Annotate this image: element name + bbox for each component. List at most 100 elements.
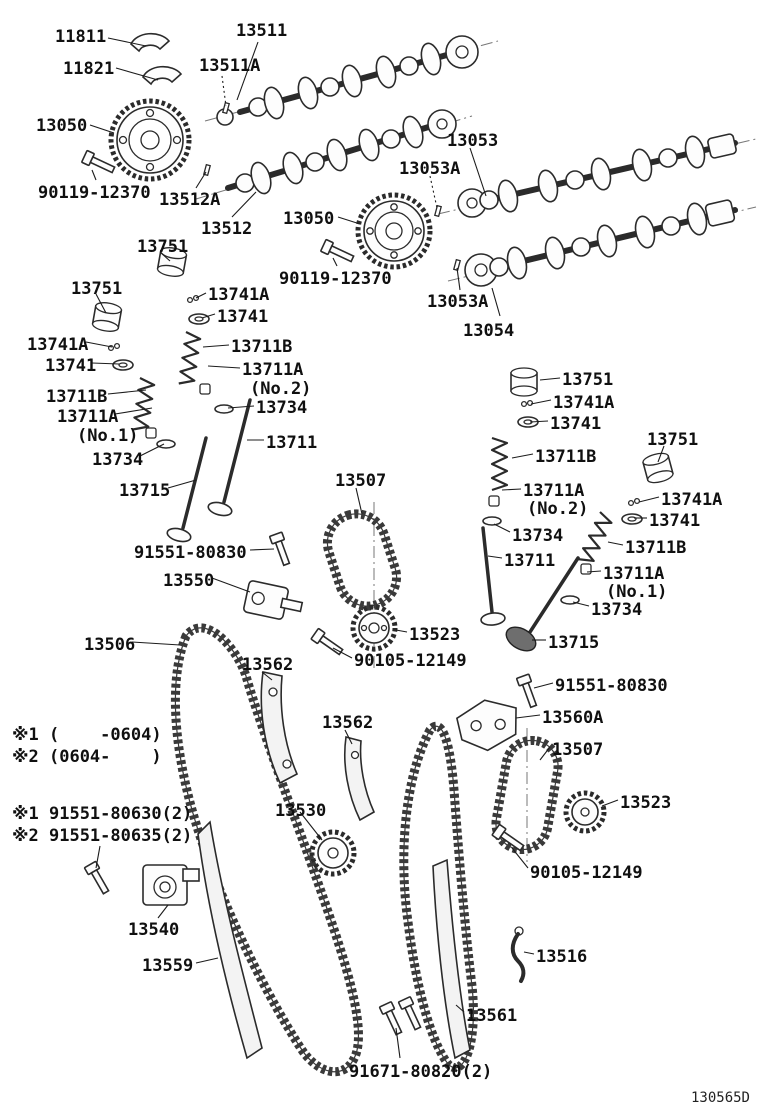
- part-label: ※1 ( -0604): [12, 725, 162, 745]
- bolt-91551-80830-upper: [269, 531, 291, 567]
- part-label: (No.2): [527, 499, 589, 519]
- part-label: 13550: [163, 571, 215, 591]
- bolt-91551-80830-right: [516, 673, 538, 709]
- part-label: 90119-12370: [38, 183, 151, 203]
- bolt-90105-12149-lower: [491, 823, 525, 852]
- valve-spring-13711b-right: [490, 436, 509, 492]
- part-label: 90105-12149: [354, 651, 467, 671]
- bearing-cap-11811: [130, 32, 171, 53]
- valve-spring-13711b-no2-left: [178, 331, 202, 385]
- chain-tensioner-13540: [142, 864, 200, 906]
- part-label: 13530: [275, 801, 327, 821]
- part-label: 13053: [447, 131, 499, 151]
- part-label: 13050: [283, 209, 335, 229]
- part-label: ※2 91551-80635(2): [12, 826, 193, 846]
- bolt-91551-80630: [83, 860, 110, 895]
- valve-lifter-13751-3: [510, 367, 538, 397]
- part-label: 13741: [550, 414, 602, 434]
- part-label: 13507: [552, 740, 604, 760]
- sprocket-13523-right: [563, 790, 607, 834]
- bolt-91671-80820-a: [378, 1001, 403, 1036]
- part-label: 13559: [142, 956, 194, 976]
- part-label: 13734: [512, 526, 564, 546]
- part-label: 13751: [71, 279, 123, 299]
- part-label: 13741: [217, 307, 269, 327]
- camshaft-13511: [216, 35, 479, 126]
- timing-chain-right-loop: [399, 721, 478, 1073]
- part-label: 13711A: [57, 407, 119, 427]
- valve-13715-left: [166, 436, 208, 543]
- part-label: 13711A: [523, 481, 585, 501]
- part-label: 13054: [463, 321, 515, 341]
- part-label: 13741A: [661, 490, 723, 510]
- chain-guide-13562-a: [260, 671, 299, 785]
- part-label: 13711B: [625, 538, 687, 558]
- part-label: 13734: [591, 600, 643, 620]
- part-label: (No.1): [77, 426, 139, 446]
- part-label: 13741A: [27, 335, 89, 355]
- part-label: 13711A: [242, 360, 304, 380]
- part-label: 91551-80830: [555, 676, 668, 696]
- part-label: 13711B: [231, 337, 293, 357]
- valve-13711-right: [480, 526, 506, 626]
- part-label: 11821: [63, 59, 115, 79]
- part-label: 90119-12370: [279, 269, 392, 289]
- part-label: 13540: [128, 920, 180, 940]
- part-label: 11811: [55, 27, 107, 47]
- chain-guide-13559: [197, 820, 263, 1060]
- camshaft-13053: [457, 133, 738, 218]
- part-label: ※2 (0604- ): [12, 747, 162, 767]
- bolt-90119-12370-left: [81, 149, 116, 174]
- part-label: 13511: [236, 21, 288, 41]
- part-label: 90105-12149: [530, 863, 643, 883]
- drawing-number: 130565D: [690, 1090, 750, 1106]
- part-label: (No.1): [606, 582, 668, 602]
- camshaft-13512: [225, 109, 457, 195]
- valve-spring-13711b-lower-right: [577, 511, 613, 563]
- bolt-90119-12370-right: [320, 238, 355, 263]
- part-label: 13053A: [399, 159, 461, 179]
- chain-guide-13561: [432, 858, 471, 1060]
- part-label: 13050: [36, 116, 88, 136]
- part-label: 13734: [256, 398, 308, 418]
- chain-13507-upper: [322, 509, 402, 611]
- valve-keepers-13741a: [107, 294, 641, 507]
- part-label: 13512A: [159, 190, 221, 210]
- chain-tensioner-13550: [243, 580, 304, 620]
- sprocket-13523-upper: [350, 604, 398, 652]
- part-label: 13751: [562, 370, 614, 390]
- vvt-gear-13050-right: [355, 192, 433, 270]
- camshaft-13054: [464, 199, 738, 287]
- gasket-13516: [510, 926, 526, 983]
- part-label: 13751: [137, 237, 189, 257]
- part-label: 13741: [45, 356, 97, 376]
- part-label: 13715: [119, 481, 171, 501]
- part-label: 13561: [466, 1006, 518, 1026]
- part-label: 13562: [322, 713, 374, 733]
- part-label: (No.2): [250, 379, 312, 399]
- part-label: 13512: [201, 219, 253, 239]
- part-label: 13734: [92, 450, 144, 470]
- part-label: 13741: [649, 511, 701, 531]
- chain-guide-13562-b: [343, 735, 376, 822]
- part-label: 13506: [84, 635, 136, 655]
- part-label: 13511A: [199, 56, 261, 76]
- part-label: 13711A: [603, 564, 665, 584]
- bearing-cap-11821: [142, 65, 183, 86]
- bolt-91671-80820-b: [397, 996, 422, 1031]
- part-label: 13523: [620, 793, 672, 813]
- spring-retainers-13741: [112, 313, 643, 525]
- part-label: 13507: [335, 471, 387, 491]
- dowel-pin-13053a-2: [452, 258, 462, 272]
- valve-13711-left: [207, 398, 252, 517]
- part-label: 91671-80820(2): [349, 1062, 493, 1082]
- part-label: 13715: [548, 633, 600, 653]
- part-label: 13751: [647, 430, 699, 450]
- dowel-pin-13511a: [221, 101, 231, 115]
- stem-seals: [145, 383, 592, 575]
- bracket-13560a: [455, 699, 517, 752]
- part-label: 13053A: [427, 292, 489, 312]
- spring-seats-13734: [156, 404, 580, 605]
